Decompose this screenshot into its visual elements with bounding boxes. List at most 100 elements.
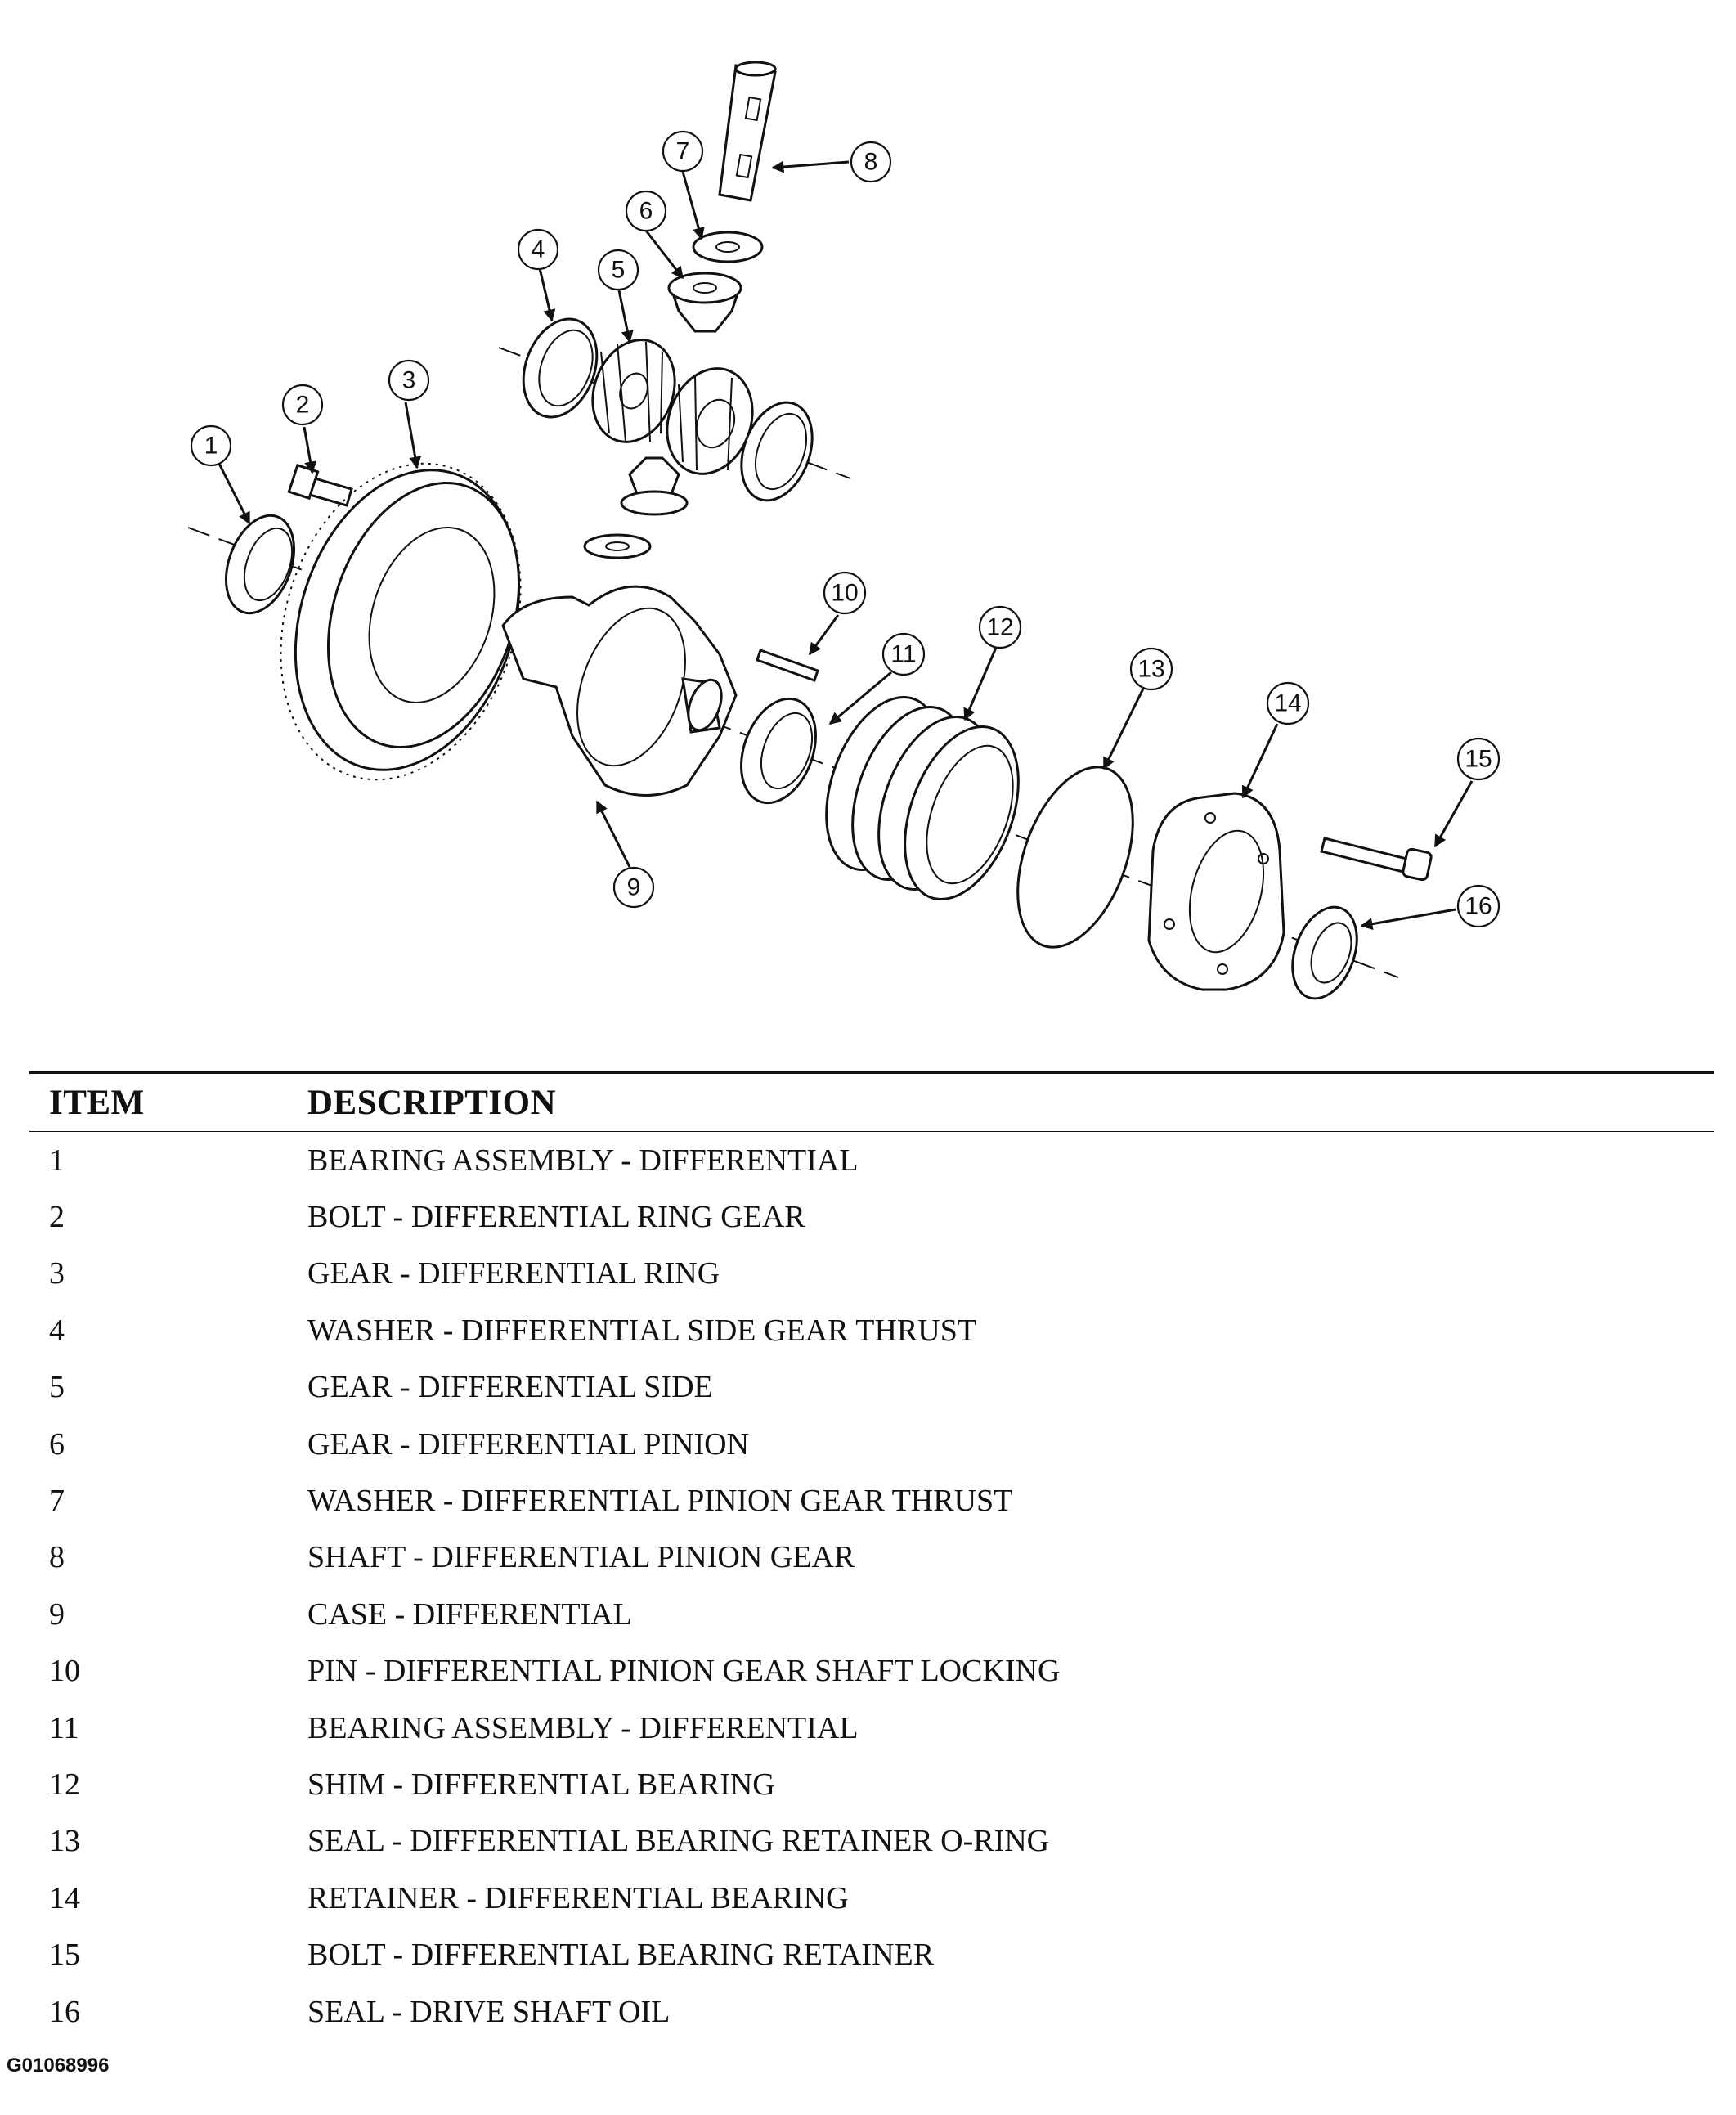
callout-label-6: 6 <box>639 198 653 225</box>
table-row: 12 SHIM - DIFFERENTIAL BEARING <box>29 1756 1714 1812</box>
item-number-cell: 10 <box>49 1654 80 1689</box>
lower-pinion-gear <box>620 456 689 516</box>
item-number-cell: 6 <box>49 1426 65 1462</box>
callout-13: 13 <box>1129 647 1173 691</box>
table-header-rule <box>29 1131 1714 1132</box>
table-row: 11 BEARING ASSEMBLY - DIFFERENTIAL <box>29 1700 1714 1756</box>
differential-case <box>501 585 738 797</box>
item-number-cell: 11 <box>49 1710 79 1745</box>
item-number-cell: 14 <box>49 1880 80 1915</box>
description-cell: GEAR - DIFFERENTIAL RING <box>307 1256 720 1291</box>
side-gear-right <box>666 367 754 475</box>
item-number-cell: 5 <box>49 1370 65 1405</box>
callout-10: 10 <box>823 571 867 615</box>
callout-label-11: 11 <box>890 641 916 668</box>
description-cell: SHAFT - DIFFERENTIAL PINION GEAR <box>307 1540 855 1575</box>
table-row: 3 GEAR - DIFFERENTIAL RING <box>29 1246 1714 1302</box>
differential-bearing-shims <box>825 695 1020 901</box>
bearing-assembly-left <box>224 514 296 615</box>
callout-1: 1 <box>190 424 232 467</box>
description-cell: SHIM - DIFFERENTIAL BEARING <box>307 1767 775 1802</box>
description-cell: BOLT - DIFFERENTIAL BEARING RETAINER <box>307 1938 935 1973</box>
callout-label-1: 1 <box>204 433 218 460</box>
callout-leaders <box>218 160 1474 931</box>
table-row: 7 WASHER - DIFFERENTIAL PINION GEAR THRUS… <box>29 1472 1714 1529</box>
description-cell: WASHER - DIFFERENTIAL SIDE GEAR THRUST <box>307 1313 977 1348</box>
callout-7: 7 <box>662 130 704 173</box>
item-number-cell: 2 <box>49 1200 65 1235</box>
table-row: 4 WASHER - DIFFERENTIAL SIDE GEAR THRUST <box>29 1302 1714 1358</box>
callout-label-12: 12 <box>986 614 1013 641</box>
description-cell: SEAL - DIFFERENTIAL BEARING RETAINER O-R… <box>307 1824 1050 1859</box>
description-cell: WASHER - DIFFERENTIAL PINION GEAR THRUST <box>307 1484 1013 1519</box>
description-cell: BEARING ASSEMBLY - DIFFERENTIAL <box>307 1143 859 1178</box>
callout-4: 4 <box>517 228 559 271</box>
exploded-differential-diagram: 1 2 3 4 5 6 7 8 9 10 11 12 <box>187 61 1500 1000</box>
item-number-cell: 13 <box>49 1824 80 1859</box>
bearing-assembly-right <box>740 697 817 805</box>
table-row: 15 BOLT - DIFFERENTIAL BEARING RETAINER <box>29 1926 1714 1983</box>
callout-14: 14 <box>1266 681 1310 725</box>
item-number-cell: 12 <box>49 1767 80 1802</box>
item-number-cell: 1 <box>49 1143 65 1178</box>
table-row: 13 SEAL - DIFFERENTIAL BEARING RETAINER O… <box>29 1813 1714 1870</box>
callout-5: 5 <box>597 249 639 291</box>
upper-pinion-gear <box>667 272 742 333</box>
table-row: 10 PIN - DIFFERENTIAL PINION GEAR SHAFT L… <box>29 1643 1714 1700</box>
description-cell: GEAR - DIFFERENTIAL PINION <box>307 1426 750 1462</box>
callout-label-10: 10 <box>831 580 858 607</box>
item-number-cell: 4 <box>49 1313 65 1348</box>
pinion-shaft <box>718 61 777 202</box>
lower-pinion-thrust-washer <box>583 533 652 559</box>
description-column-header: DESCRIPTION <box>307 1083 557 1122</box>
description-cell: BEARING ASSEMBLY - DIFFERENTIAL <box>307 1710 859 1745</box>
callout-label-16: 16 <box>1465 893 1492 920</box>
table-row: 14 RETAINER - DIFFERENTIAL BEARING <box>29 1870 1714 1926</box>
callout-label-5: 5 <box>612 257 626 284</box>
callout-2: 2 <box>281 384 324 426</box>
item-number-cell: 16 <box>49 1994 80 2029</box>
callout-15: 15 <box>1456 737 1500 781</box>
pinion-thrust-washer <box>692 231 764 263</box>
locking-pin <box>756 649 819 682</box>
table-row: 9 CASE - DIFFERENTIAL <box>29 1586 1714 1642</box>
item-number-cell: 8 <box>49 1540 65 1575</box>
callout-label-9: 9 <box>627 874 641 901</box>
table-row: 6 GEAR - DIFFERENTIAL PINION <box>29 1416 1714 1472</box>
callout-3: 3 <box>388 359 430 402</box>
callout-6: 6 <box>625 190 667 232</box>
figure-code: G01068996 <box>7 2054 110 2077</box>
item-number-cell: 7 <box>49 1484 65 1519</box>
callout-label-13: 13 <box>1137 656 1164 683</box>
side-gear-left <box>591 339 676 443</box>
ring-gear-bolt <box>287 463 353 507</box>
callout-16: 16 <box>1456 884 1500 928</box>
table-row: 1 BEARING ASSEMBLY - DIFFERENTIAL <box>29 1132 1714 1188</box>
item-number-cell: 3 <box>49 1256 65 1291</box>
side-gear-thrust-washer-right <box>740 401 814 502</box>
callout-8: 8 <box>850 141 892 183</box>
table-header-row: ITEM DESCRIPTION <box>29 1074 1714 1131</box>
callout-9: 9 <box>612 866 655 909</box>
callout-label-4: 4 <box>532 236 545 263</box>
item-number-cell: 9 <box>49 1596 65 1632</box>
retainer-bolt <box>1320 837 1433 882</box>
callout-label-7: 7 <box>676 138 690 165</box>
description-cell: RETAINER - DIFFERENTIAL BEARING <box>307 1880 849 1915</box>
table-row: 2 BOLT - DIFFERENTIAL RING GEAR <box>29 1188 1714 1245</box>
description-cell: CASE - DIFFERENTIAL <box>307 1596 632 1632</box>
callout-label-8: 8 <box>864 149 878 176</box>
description-cell: GEAR - DIFFERENTIAL SIDE <box>307 1370 713 1405</box>
description-cell: BOLT - DIFFERENTIAL RING GEAR <box>307 1200 805 1235</box>
description-cell: PIN - DIFFERENTIAL PINION GEAR SHAFT LOC… <box>307 1654 1061 1689</box>
item-column-header: ITEM <box>49 1083 145 1122</box>
differential-bearing-retainer <box>1147 792 1285 991</box>
callout-label-15: 15 <box>1465 746 1492 773</box>
item-number-cell: 15 <box>49 1938 80 1973</box>
callout-12: 12 <box>978 605 1022 649</box>
ring-gear <box>280 462 522 781</box>
drive-shaft-oil-seal <box>1291 905 1358 1000</box>
